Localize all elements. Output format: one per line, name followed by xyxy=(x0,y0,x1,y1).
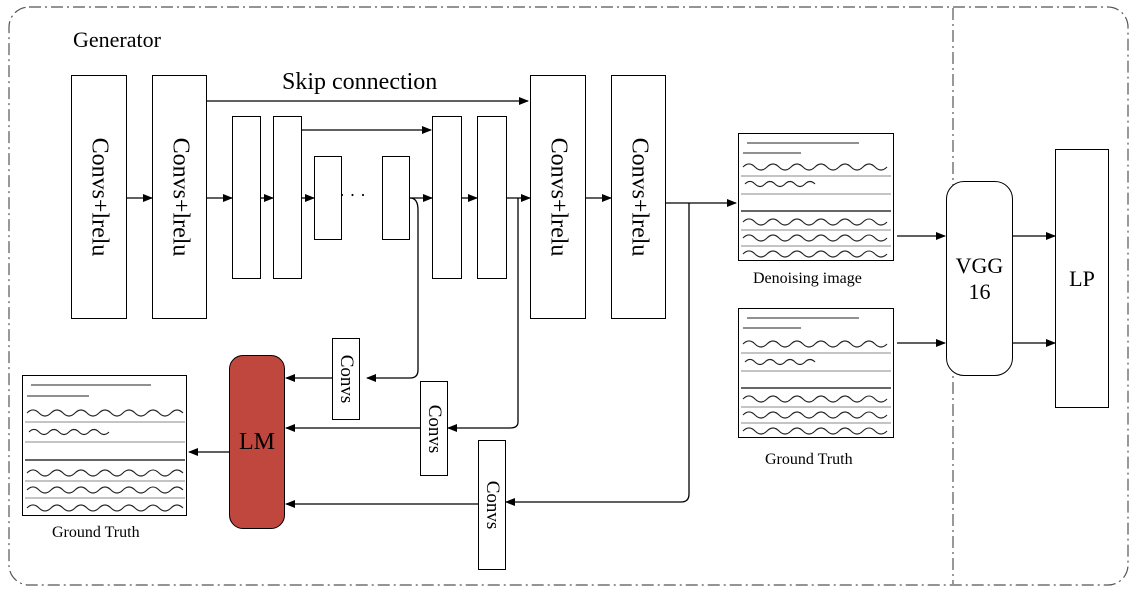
handwriting-texture xyxy=(741,142,891,258)
denoising-image xyxy=(738,133,894,261)
vgg-label-line1: VGG xyxy=(955,252,1004,278)
branch-line-1 xyxy=(366,197,419,382)
convs-block-2-label: Convs xyxy=(424,404,445,453)
outer-frame xyxy=(8,6,1129,586)
convs-block-3-label: Convs xyxy=(482,480,503,530)
conv-block-3-label: Convs+lrelu xyxy=(545,137,572,257)
conv-block-2: Convs+lrelu xyxy=(152,75,207,319)
convs-block-3: Convs xyxy=(478,440,506,570)
lm-block: LM xyxy=(229,355,285,529)
feature-block-2 xyxy=(273,116,302,279)
vgg-label-line2: 16 xyxy=(968,278,991,304)
vgg16-block: VGG 16 xyxy=(946,181,1013,376)
conv-block-1-label: Convs+lrelu xyxy=(86,137,113,257)
feature-block-5 xyxy=(432,116,462,279)
convs-block-1-label: Convs xyxy=(336,354,357,404)
handwriting-texture xyxy=(741,317,891,435)
convs-block-1: Convs xyxy=(332,338,360,420)
convs-block-2: Convs xyxy=(420,381,448,476)
feature-block-3 xyxy=(314,156,342,240)
conv-block-1: Convs+lrelu xyxy=(71,75,127,319)
lp-label: LP xyxy=(1069,266,1095,291)
lp-block: LP xyxy=(1055,149,1109,408)
lm-label: LM xyxy=(239,428,275,455)
feature-block-4 xyxy=(382,156,410,240)
branch-line-3 xyxy=(505,203,690,506)
branch-line-2 xyxy=(447,198,519,432)
feature-block-6 xyxy=(477,116,507,279)
ground-truth-image-right xyxy=(738,308,894,438)
feature-block-1 xyxy=(232,116,261,279)
ground-truth-caption-right: Ground Truth xyxy=(765,451,853,468)
ellipsis: · · · xyxy=(339,185,366,205)
ground-truth-image-left xyxy=(22,375,187,516)
denoising-image-caption: Denoising image xyxy=(753,270,862,287)
conv-block-3: Convs+lrelu xyxy=(530,75,586,319)
skip-connection-label: Skip connection xyxy=(282,69,438,95)
generator-label: Generator xyxy=(73,27,161,52)
handwriting-texture xyxy=(25,384,185,512)
ground-truth-caption-left: Ground Truth xyxy=(52,524,140,541)
conv-block-4-label: Convs+lrelu xyxy=(626,137,652,257)
conv-block-4: Convs+lrelu xyxy=(611,75,666,319)
conv-block-2-label: Convs+lrelu xyxy=(167,137,193,257)
